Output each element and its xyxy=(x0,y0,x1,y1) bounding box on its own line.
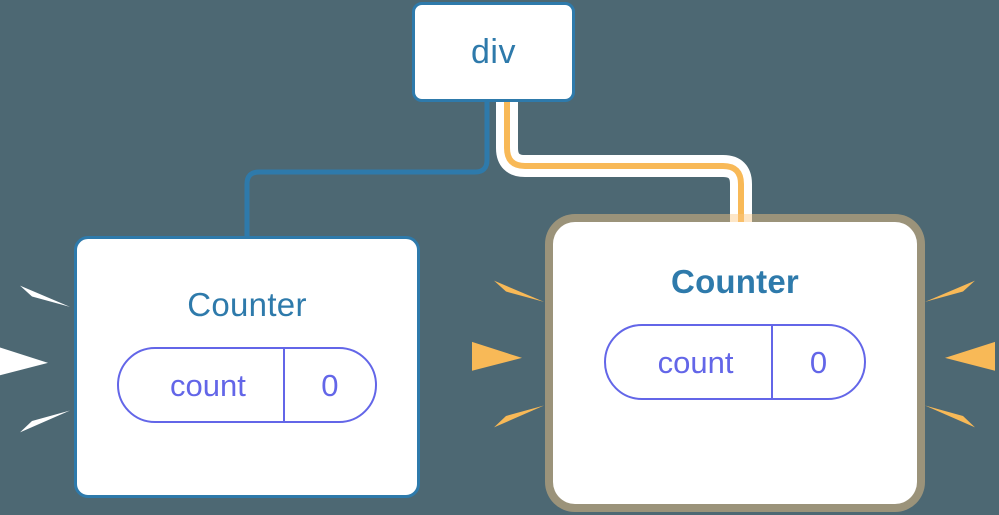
sparkle-ray-top-icon xyxy=(925,280,975,302)
edge-div-to-left-counter xyxy=(244,102,490,236)
edge-div-to-right-counter xyxy=(504,100,744,228)
sparkle-group-center xyxy=(472,278,544,448)
node-div-label: div xyxy=(471,33,516,71)
sparkle-ray-middle-icon xyxy=(945,341,995,371)
node-counter-right-label: Counter xyxy=(671,263,799,300)
state-badge-left: count 0 xyxy=(117,347,377,423)
sparkle-ray-middle-icon xyxy=(0,346,48,376)
state-badge-right-value: 0 xyxy=(771,326,864,398)
state-badge-right: count 0 xyxy=(604,324,866,400)
sparkle-ray-middle-icon xyxy=(472,341,522,371)
state-badge-right-key: count xyxy=(657,344,734,380)
state-badge-left-key: count xyxy=(169,367,246,403)
node-counter-right[interactable]: Counter count 0 xyxy=(553,222,917,504)
sparkle-ray-bottom-icon xyxy=(925,405,975,428)
sparkle-group-left-outer xyxy=(0,283,70,453)
node-div[interactable]: div xyxy=(412,2,575,102)
sparkle-group-right-outer xyxy=(925,278,995,448)
node-counter-left[interactable]: Counter count 0 xyxy=(74,236,420,498)
state-badge-left-value: 0 xyxy=(282,349,375,421)
node-counter-left-label: Counter xyxy=(187,286,307,323)
